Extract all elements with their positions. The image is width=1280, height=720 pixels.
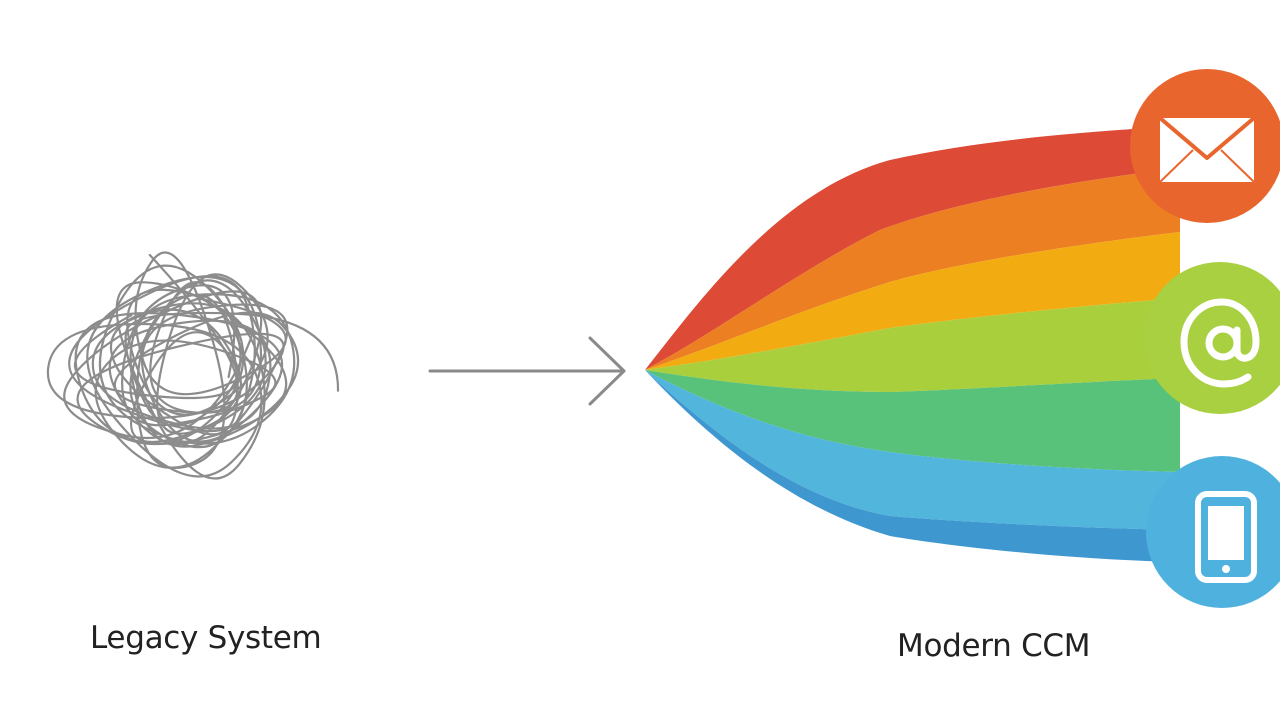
envelope-icon (1158, 116, 1256, 183)
fan-band-lime (645, 298, 1180, 392)
modern-ccm-label: Modern CCM (897, 628, 1091, 664)
channel-web (1144, 262, 1280, 414)
fan-band-blue (645, 370, 1180, 530)
smartphone-icon (1195, 491, 1257, 583)
scribble-stroke (63, 273, 272, 449)
fan-band-orange (645, 168, 1180, 370)
fan-band-deep-blue (645, 370, 1180, 562)
channel-fan (645, 126, 1180, 562)
scribble-stroke (46, 253, 340, 478)
fan-band-green (645, 370, 1180, 472)
transition-arrow (428, 336, 626, 406)
legacy-system-label: Legacy System (90, 620, 322, 656)
arrow-head (588, 336, 626, 406)
fan-band-yellow (645, 232, 1180, 370)
channel-mobile (1146, 456, 1280, 608)
fan-band-red (645, 126, 1180, 370)
channel-email (1130, 69, 1280, 223)
at-sign-icon (1180, 298, 1260, 388)
tangled-scribble (46, 251, 340, 480)
